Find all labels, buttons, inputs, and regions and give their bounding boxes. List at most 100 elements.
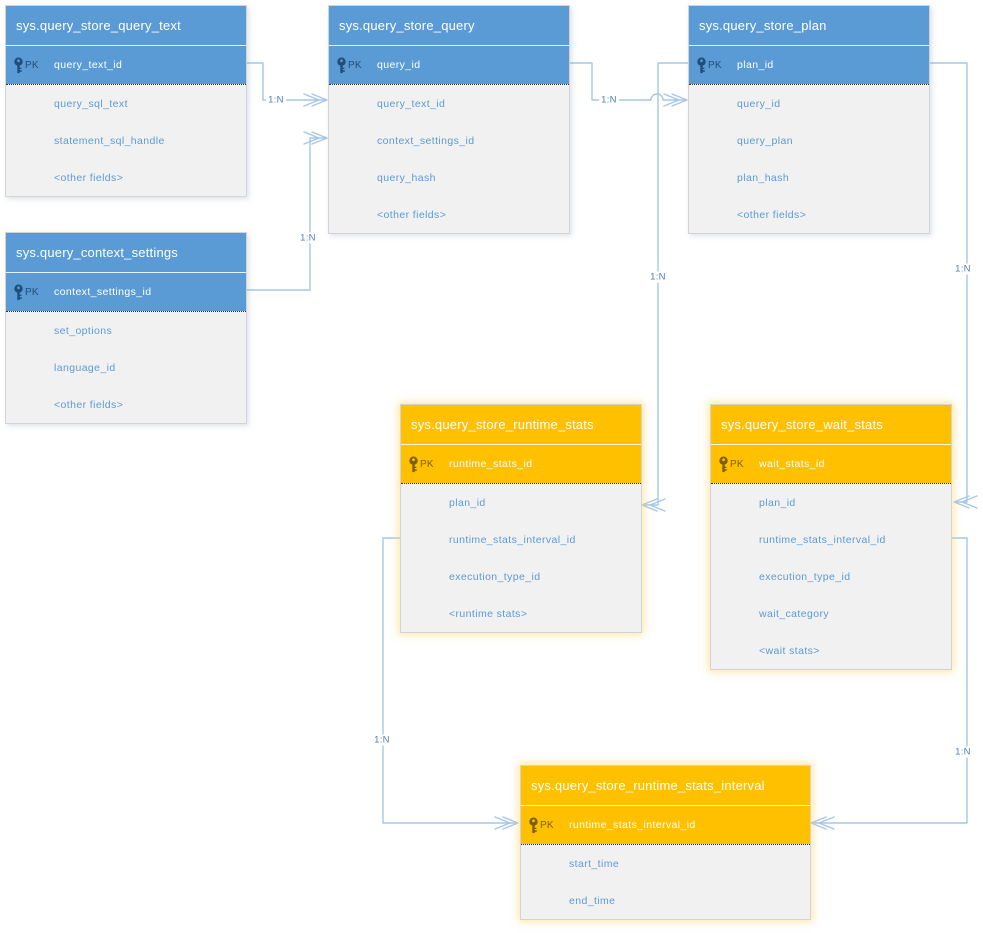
pk-label: PK bbox=[420, 458, 434, 470]
field-row: query_sql_text bbox=[6, 85, 246, 122]
field-list: set_options language_id <other fields> bbox=[6, 311, 246, 423]
connector-contextsettings-to-query bbox=[244, 131, 328, 291]
connector-querytext-to-query bbox=[244, 62, 328, 107]
cardinality-label: 1:N bbox=[372, 734, 392, 746]
field-name: query_text_id bbox=[377, 97, 446, 110]
field-row: end_time bbox=[521, 882, 810, 919]
field-row: execution_type_id bbox=[401, 558, 641, 595]
cardinality-label: 1:N bbox=[266, 94, 286, 106]
pk-field-name: wait_stats_id bbox=[759, 458, 825, 470]
field-name: plan_hash bbox=[737, 171, 790, 184]
field-row: <other fields> bbox=[6, 159, 246, 196]
pk-label: PK bbox=[25, 286, 39, 298]
pk-row: PK context_settings_id bbox=[6, 272, 246, 311]
cardinality-label: 1:N bbox=[648, 271, 668, 283]
field-row: context_settings_id bbox=[329, 122, 569, 159]
field-name: plan_id bbox=[449, 496, 486, 509]
field-list: start_time end_time bbox=[521, 844, 810, 919]
table-query-store-runtime-stats[interactable]: sys.query_store_runtime_stats PK runtime… bbox=[400, 404, 642, 633]
field-name: runtime_stats_interval_id bbox=[449, 533, 576, 546]
pk-field-name: query_text_id bbox=[54, 59, 123, 71]
field-name: plan_id bbox=[759, 496, 796, 509]
field-name: context_settings_id bbox=[377, 134, 475, 147]
cardinality-label: 1:N bbox=[953, 746, 973, 758]
pk-field-name: plan_id bbox=[737, 59, 774, 71]
field-row: runtime_stats_interval_id bbox=[401, 521, 641, 558]
table-query-store-runtime-stats-interval[interactable]: sys.query_store_runtime_stats_interval P… bbox=[520, 765, 811, 920]
table-query-store-query-text[interactable]: sys.query_store_query_text PK query_text… bbox=[5, 5, 247, 197]
table-title: sys.query_store_wait_stats bbox=[711, 405, 951, 444]
pk-field-name: query_id bbox=[377, 59, 421, 71]
field-list: plan_id runtime_stats_interval_id execut… bbox=[401, 483, 641, 632]
field-name: query_hash bbox=[377, 171, 436, 184]
primary-key-icon: PK bbox=[696, 46, 722, 84]
field-row: set_options bbox=[6, 312, 246, 349]
table-title: sys.query_store_runtime_stats bbox=[401, 405, 641, 444]
field-row: <other fields> bbox=[6, 386, 246, 423]
field-name: <wait stats> bbox=[759, 644, 820, 657]
pk-row: PK wait_stats_id bbox=[711, 444, 951, 483]
field-name: <other fields> bbox=[54, 171, 124, 184]
field-row: <other fields> bbox=[329, 196, 569, 233]
primary-key-icon: PK bbox=[408, 445, 434, 483]
field-row: language_id bbox=[6, 349, 246, 386]
field-name: <runtime stats> bbox=[449, 607, 528, 620]
field-name: query_plan bbox=[737, 134, 793, 147]
cardinality-label: 1:N bbox=[298, 232, 318, 244]
pk-label: PK bbox=[540, 819, 554, 831]
pk-label: PK bbox=[708, 59, 722, 71]
table-title: sys.query_store_query_text bbox=[6, 6, 246, 45]
field-row: runtime_stats_interval_id bbox=[711, 521, 951, 558]
pk-row: PK runtime_stats_id bbox=[401, 444, 641, 483]
field-name: <other fields> bbox=[54, 398, 124, 411]
primary-key-icon: PK bbox=[336, 46, 362, 84]
field-name: runtime_stats_interval_id bbox=[759, 533, 886, 546]
field-row: start_time bbox=[521, 845, 810, 882]
primary-key-icon: PK bbox=[13, 273, 39, 311]
field-list: query_id query_plan plan_hash <other fie… bbox=[689, 84, 929, 233]
primary-key-icon: PK bbox=[13, 46, 39, 84]
connector-plan-to-runtimestats bbox=[641, 62, 689, 512]
table-title: sys.query_store_query bbox=[329, 6, 569, 45]
field-row: query_plan bbox=[689, 122, 929, 159]
field-name: set_options bbox=[54, 324, 113, 337]
field-name: language_id bbox=[54, 361, 116, 374]
field-list: plan_id runtime_stats_interval_id execut… bbox=[711, 483, 951, 669]
field-row: execution_type_id bbox=[711, 558, 951, 595]
table-query-context-settings[interactable]: sys.query_context_settings PK context_se… bbox=[5, 232, 247, 424]
field-row: <other fields> bbox=[689, 196, 929, 233]
cardinality-label: 1:N bbox=[953, 263, 973, 275]
field-list: query_sql_text statement_sql_handle <oth… bbox=[6, 84, 246, 196]
field-name: query_id bbox=[737, 97, 781, 110]
field-row: plan_id bbox=[401, 484, 641, 521]
field-row: query_id bbox=[689, 85, 929, 122]
field-row: plan_hash bbox=[689, 159, 929, 196]
table-title: sys.query_store_plan bbox=[689, 6, 929, 45]
cardinality-label: 1:N bbox=[599, 94, 619, 106]
table-query-store-plan[interactable]: sys.query_store_plan PK plan_id query_id… bbox=[688, 5, 930, 234]
pk-field-name: context_settings_id bbox=[54, 286, 152, 298]
primary-key-icon: PK bbox=[528, 806, 554, 844]
field-list: query_text_id context_settings_id query_… bbox=[329, 84, 569, 233]
field-name: <other fields> bbox=[737, 208, 807, 221]
field-name: <other fields> bbox=[377, 208, 447, 221]
field-row: query_text_id bbox=[329, 85, 569, 122]
pk-row: PK query_id bbox=[329, 45, 569, 84]
table-query-store-query[interactable]: sys.query_store_query PK query_id query_… bbox=[328, 5, 570, 234]
primary-key-icon: PK bbox=[718, 445, 744, 483]
field-name: statement_sql_handle bbox=[54, 134, 165, 147]
field-name: end_time bbox=[569, 894, 616, 907]
table-query-store-wait-stats[interactable]: sys.query_store_wait_stats PK wait_stats… bbox=[710, 404, 952, 670]
pk-label: PK bbox=[348, 59, 362, 71]
pk-row: PK plan_id bbox=[689, 45, 929, 84]
field-name: execution_type_id bbox=[759, 570, 851, 583]
field-row: wait_category bbox=[711, 595, 951, 632]
field-name: query_sql_text bbox=[54, 97, 128, 110]
field-name: execution_type_id bbox=[449, 570, 541, 583]
field-row: plan_id bbox=[711, 484, 951, 521]
field-name: start_time bbox=[569, 857, 620, 870]
field-row: query_hash bbox=[329, 159, 569, 196]
pk-field-name: runtime_stats_id bbox=[449, 458, 533, 470]
field-row: statement_sql_handle bbox=[6, 122, 246, 159]
table-title: sys.query_store_runtime_stats_interval bbox=[521, 766, 810, 805]
